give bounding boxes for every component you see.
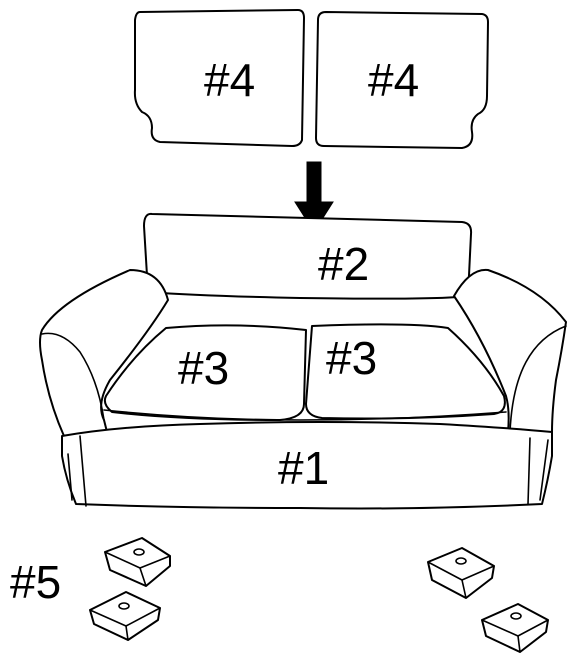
right-arm <box>453 268 567 435</box>
seat-cushion-right <box>305 323 506 420</box>
backrest <box>143 212 473 300</box>
label-seat-cushion-left: #3 <box>178 342 229 394</box>
label-backrest: #2 <box>318 238 369 290</box>
sofa <box>39 212 567 510</box>
label-back-cushion-left: #4 <box>204 54 255 106</box>
foot-4 <box>481 603 549 653</box>
label-seat-cushion-right: #3 <box>326 332 377 384</box>
label-feet: #5 <box>10 556 61 608</box>
label-sofa-base: #1 <box>278 442 329 494</box>
seat-cushion-left <box>103 324 307 421</box>
foot-3 <box>427 547 495 599</box>
sofa-base <box>61 421 553 510</box>
back-cushion-left <box>133 9 305 147</box>
left-arm <box>39 269 169 439</box>
back-cushion-right <box>315 11 489 149</box>
label-back-cushion-right: #4 <box>368 54 419 106</box>
foot-1 <box>104 537 171 587</box>
foot-2 <box>89 591 161 641</box>
down-arrow-icon <box>294 161 334 233</box>
